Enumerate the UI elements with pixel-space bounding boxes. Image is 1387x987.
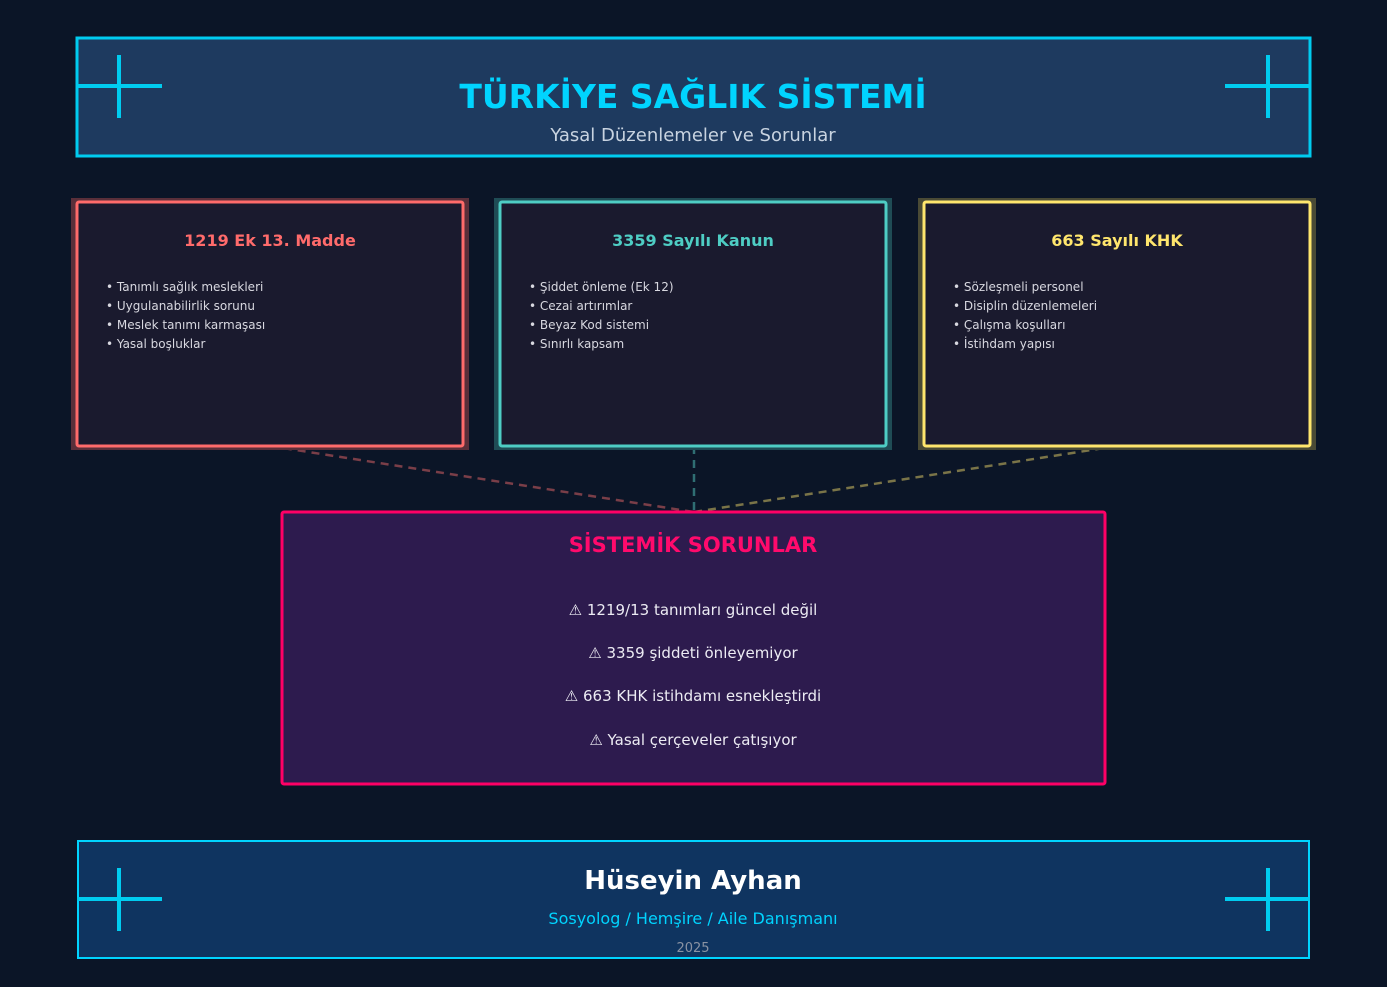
law-card: 1219 Ek 13. Madde • Tanımlı sağlık meslek… (71, 198, 469, 450)
card-box (75, 200, 465, 448)
problem-item: ⚠ 663 KHK istihdamı esnekleştirdi (565, 687, 821, 705)
card-title: 1219 Ek 13. Madde (184, 231, 356, 250)
card-bullet: • Beyaz Kod sistemi (529, 318, 649, 332)
problem-item: ⚠ 3359 şiddeti önleyemiyor (588, 644, 798, 662)
card-bullet: • Uygulanabilirlik sorunu (106, 299, 255, 313)
card-bullet: • Şiddet önleme (Ek 12) (529, 280, 674, 294)
author-role: Sosyolog / Hemşire / Aile Danışmanı (548, 909, 837, 928)
card-bullet: • Meslek tanımı karmaşası (106, 318, 265, 332)
connector-lines (269, 444, 1118, 514)
law-card: 3359 Sayılı Kanun • Şiddet önleme (Ek 12)… (494, 198, 892, 450)
cross-icon (1225, 55, 1310, 118)
cross-icon (1225, 868, 1310, 931)
problem-item: ⚠ 1219/13 tanımları güncel değil (569, 601, 818, 619)
problem-item: ⚠ Yasal çerçeveler çatışıyor (589, 731, 797, 749)
card-bullet: • Cezai artırımlar (529, 299, 632, 313)
card-bullet: • Sınırlı kapsam (529, 337, 624, 351)
card-bullet: • Tanımlı sağlık meslekleri (106, 280, 263, 294)
card-bullet: • Çalışma koşulları (953, 318, 1065, 332)
connector-line (693, 444, 1118, 514)
card-box (498, 200, 888, 448)
page-subtitle: Yasal Düzenlemeler ve Sorunlar (549, 125, 836, 146)
card-title: 3359 Sayılı Kanun (612, 231, 774, 250)
connector-line (269, 444, 695, 514)
year: 2025 (676, 941, 709, 956)
problems-title: SİSTEMİK SORUNLAR (569, 532, 818, 557)
card-bullet: • Disiplin düzenlemeleri (953, 299, 1097, 313)
author-name: Hüseyin Ayhan (584, 866, 802, 896)
systemic-problems-panel: SİSTEMİK SORUNLAR ⚠ 1219/13 tanımları gü… (280, 510, 1107, 786)
card-box (922, 200, 1312, 448)
law-card: 663 Sayılı KHK • Sözleşmeli personel • Dis… (918, 198, 1316, 450)
card-bullet: • İstihdam yapısı (953, 336, 1055, 351)
cross-icon (77, 55, 162, 118)
footer-panel: Hüseyin Ayhan Sosyolog / Hemşire / Aile … (77, 840, 1310, 959)
cross-icon (77, 868, 162, 931)
card-bullet: • Sözleşmeli personel (953, 280, 1084, 294)
page-title: TÜRKİYE SAĞLIK SİSTEMİ (459, 76, 926, 116)
header-panel: TÜRKİYE SAĞLIK SİSTEMİ Yasal Düzenlemele… (75, 36, 1312, 158)
card-bullet: • Yasal boşluklar (106, 337, 205, 351)
card-title: 663 Sayılı KHK (1051, 231, 1183, 250)
